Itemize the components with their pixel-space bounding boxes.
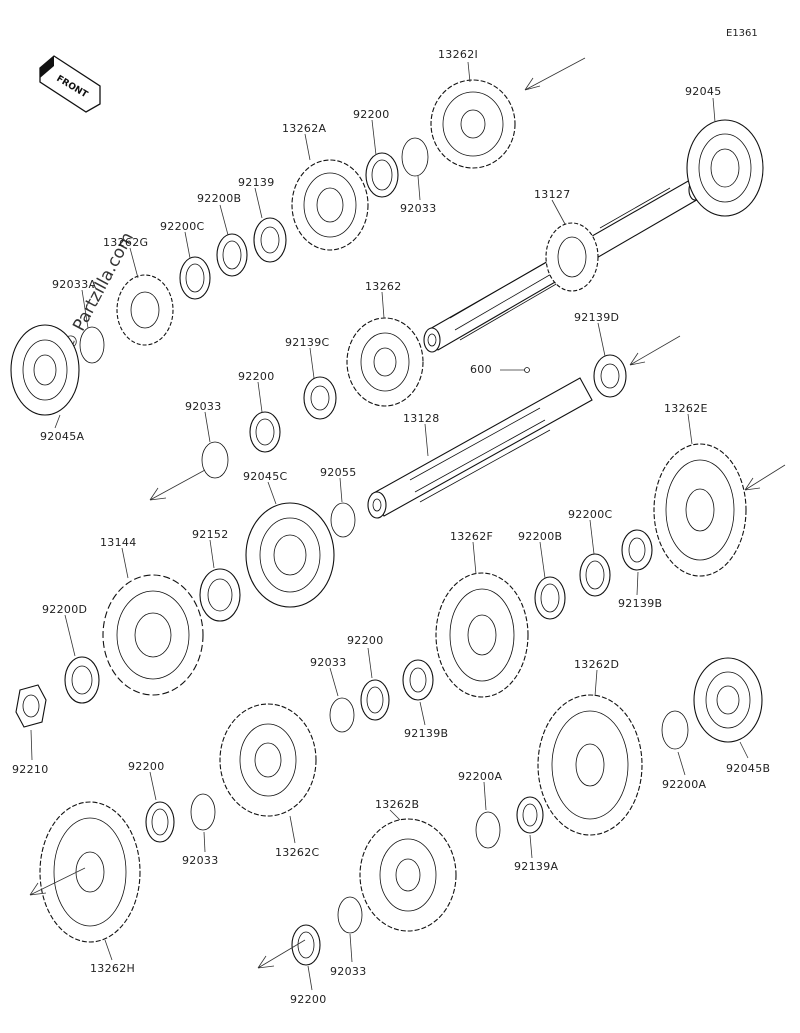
circlip-92033-b2[interactable] [337,896,363,934]
collar-92152[interactable] [199,568,241,622]
label-92139b-right[interactable]: 92139B [618,597,662,610]
gear-13127-teeth[interactable] [545,222,599,292]
label-92033-btm[interactable]: 92033 [182,854,219,867]
washer-92200-b2[interactable] [291,924,321,966]
washer-92200-top[interactable] [365,152,399,198]
part-labels: 13262I 92045 92200 92033 13262A 92139 92… [12,48,770,1006]
label-92139d[interactable]: 92139D [574,311,619,324]
washer-92200c-mid[interactable] [579,553,611,597]
label-13262[interactable]: 13262 [365,280,402,293]
label-92033a[interactable]: 92033A [52,278,96,291]
label-13262b[interactable]: 13262B [375,798,419,811]
label-13144[interactable]: 13144 [100,536,137,549]
label-92200c-top[interactable]: 92200C [160,220,204,233]
gear-13262d[interactable] [537,694,643,836]
leader-lines [30,61,749,991]
label-92139a[interactable]: 92139A [514,860,558,873]
label-13262h[interactable]: 13262H [90,962,135,975]
washer-92200d[interactable] [64,656,100,704]
label-13262g[interactable]: 13262G [103,236,148,249]
label-92033-mid[interactable]: 92033 [185,400,222,413]
gear-13262[interactable] [346,317,424,407]
assembly-arrows [29,57,786,969]
label-92045a[interactable]: 92045A [40,430,84,443]
washer-92200-mid[interactable] [249,411,281,453]
needle-bearing-92139d[interactable] [593,354,627,398]
label-92033-top[interactable]: 92033 [400,202,437,215]
label-92200b-mid[interactable]: 92200B [518,530,562,543]
sprocket-13144[interactable] [102,574,204,696]
label-92200d[interactable]: 92200D [42,603,87,616]
circlip-92033-mid[interactable] [201,441,229,479]
gear-13262i[interactable] [430,79,516,169]
label-92033-low[interactable]: 92033 [310,656,347,669]
label-92200-mid[interactable]: 92200 [238,370,275,383]
label-92033-b2[interactable]: 92033 [330,965,367,978]
label-13128[interactable]: 13128 [403,412,440,425]
label-92045[interactable]: 92045 [685,85,722,98]
gear-13262h[interactable] [39,801,141,943]
label-13262e[interactable]: 13262E [664,402,708,415]
washer-92200a-low[interactable] [475,811,501,849]
label-13127[interactable]: 13127 [534,188,571,201]
label-92045b[interactable]: 92045B [726,762,770,775]
circlip-92033-low[interactable] [329,697,355,733]
label-92139c[interactable]: 92139C [285,336,329,349]
label-92200b-top[interactable]: 92200B [197,192,241,205]
label-92139b-low[interactable]: 92139B [404,727,448,740]
label-13262a[interactable]: 13262A [282,122,326,135]
label-92055[interactable]: 92055 [320,466,357,479]
label-92200c-mid[interactable]: 92200C [568,508,612,521]
label-13262c[interactable]: 13262C [275,846,319,859]
label-92045c[interactable]: 92045C [243,470,287,483]
label-92200a-right[interactable]: 92200A [662,778,706,791]
label-92152[interactable]: 92152 [192,528,229,541]
label-92200-b2[interactable]: 92200 [290,993,327,1006]
needle-bearing-92139[interactable] [253,217,287,263]
gear-13262e[interactable] [653,443,747,577]
washer-92200c-top[interactable] [179,256,211,300]
washer-92200-btm[interactable] [145,801,175,843]
needle-bearing-92139b-low[interactable] [402,659,434,701]
label-92210[interactable]: 92210 [12,763,49,776]
bearing-92045[interactable] [686,119,764,217]
washer-92200-low[interactable] [360,679,390,721]
label-92200a-low[interactable]: 92200A [458,770,502,783]
circlip-92033-top[interactable] [401,137,429,177]
gear-13262g[interactable] [116,274,174,346]
needle-bearing-92139a[interactable] [516,796,544,834]
label-600[interactable]: 600 [470,363,492,376]
bearing-92045c[interactable] [245,502,335,608]
needle-bearing-92139c[interactable] [303,376,337,420]
bearing-92045b[interactable] [693,657,763,743]
gear-13262a[interactable] [291,159,369,251]
label-92200-low[interactable]: 92200 [347,634,384,647]
label-92139[interactable]: 92139 [238,176,275,189]
front-direction-icon: FRONT [39,55,101,113]
circlip-92033-btm[interactable] [190,793,216,831]
circlip-92055[interactable] [330,502,356,538]
gear-13262b[interactable] [359,818,457,932]
label-92200-btm[interactable]: 92200 [128,760,165,773]
washer-92200b-top[interactable] [216,233,248,277]
label-13262d[interactable]: 13262D [574,658,619,671]
label-92200-top[interactable]: 92200 [353,108,390,121]
needle-bearing-92139b-right[interactable] [621,529,653,571]
label-13262i[interactable]: 13262I [438,48,478,61]
circlip-92033a[interactable] [79,326,105,364]
input-shaft-13128[interactable] [367,367,593,519]
washer-92200b-mid[interactable] [534,576,566,620]
gear-13262f[interactable] [435,572,529,698]
nut-92210[interactable] [15,684,47,728]
gear-13262c[interactable] [219,703,317,817]
washer-92200a-right[interactable] [661,710,689,750]
diagram-ref-code: E1361 [726,28,758,39]
bearing-92045a[interactable] [10,324,80,416]
label-13262f[interactable]: 13262F [450,530,493,543]
